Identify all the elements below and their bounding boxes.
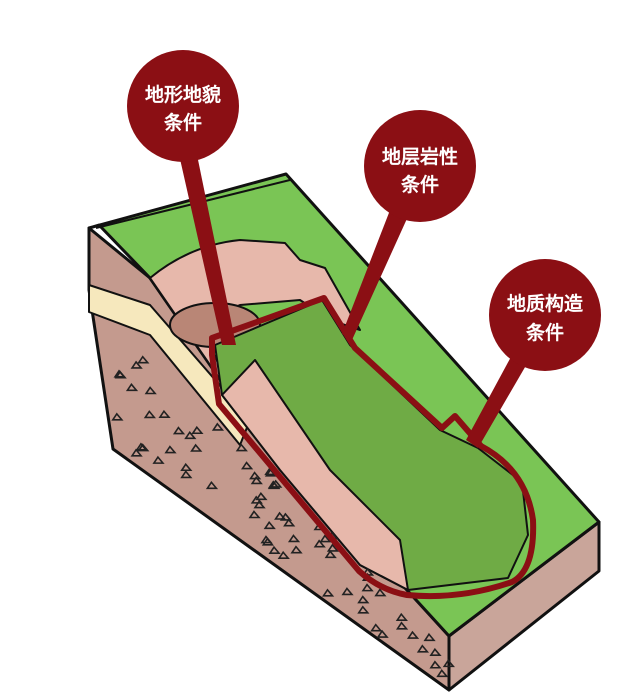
callout-1: 地形地貌 条件 xyxy=(127,50,239,345)
pebble xyxy=(322,588,335,597)
pebble xyxy=(283,518,296,527)
soil-pebbles xyxy=(111,355,455,678)
callout-pointer xyxy=(342,205,410,340)
pebble xyxy=(395,621,409,630)
pebble xyxy=(319,534,332,543)
pebble xyxy=(253,500,266,509)
callout-label-line1: 地质构造 xyxy=(507,292,584,315)
callout-2: 地层岩性 条件 xyxy=(342,110,476,340)
pebble xyxy=(125,382,139,392)
pebble xyxy=(442,659,455,668)
callout-pointer xyxy=(178,150,236,345)
terrain-block xyxy=(87,172,601,692)
callout-bubble xyxy=(127,50,239,162)
pebble xyxy=(277,550,290,560)
callout-label-line1: 地层岩性 xyxy=(382,145,458,168)
pebble xyxy=(249,471,262,480)
pebble xyxy=(416,644,430,653)
pebble xyxy=(235,443,248,452)
callout-label-line1: 地形地貌 xyxy=(145,83,221,106)
pebble xyxy=(130,360,143,369)
pebble xyxy=(263,520,276,530)
pebble xyxy=(130,448,143,457)
pebble xyxy=(190,443,203,452)
pebble xyxy=(158,409,171,419)
pebble xyxy=(361,583,374,592)
pebble xyxy=(260,535,273,544)
callout-bubble xyxy=(489,259,601,371)
pebble xyxy=(429,647,442,657)
pebble xyxy=(357,605,370,614)
pebble xyxy=(113,369,126,378)
pebble xyxy=(144,386,157,395)
pebble xyxy=(268,545,281,554)
pebble xyxy=(357,595,370,604)
pebble xyxy=(184,430,197,440)
pebble xyxy=(137,443,150,452)
pebble xyxy=(374,588,387,597)
pebble xyxy=(341,587,354,596)
pebble xyxy=(248,510,261,519)
callout-label-line2: 条件 xyxy=(401,173,439,196)
pebble xyxy=(255,491,268,501)
callout-3: 地质构造 条件 xyxy=(466,259,601,448)
pebble xyxy=(423,632,436,642)
callout-pointer xyxy=(466,355,528,448)
pebble xyxy=(406,630,420,639)
pebble xyxy=(274,511,287,520)
pebble xyxy=(180,470,193,479)
pebble xyxy=(287,534,301,543)
callout-label-line2: 条件 xyxy=(526,321,564,344)
pebble xyxy=(324,549,337,559)
pebble xyxy=(250,495,263,504)
pebble xyxy=(241,461,254,470)
pebble xyxy=(267,480,280,489)
pebble xyxy=(370,623,383,632)
callout-bubble xyxy=(364,110,476,222)
pebble xyxy=(137,355,150,364)
sand-layer xyxy=(88,284,251,446)
pebble xyxy=(205,480,219,490)
pebble xyxy=(111,412,124,421)
pebble xyxy=(376,629,389,638)
pebble xyxy=(250,476,263,485)
pebble xyxy=(180,462,193,472)
pebble xyxy=(429,660,442,669)
pebble xyxy=(164,445,177,454)
pebble xyxy=(135,442,148,451)
pebble xyxy=(143,410,156,419)
slide-outline xyxy=(209,295,537,600)
pebble xyxy=(313,539,326,548)
pebble xyxy=(436,669,449,678)
pebble xyxy=(152,455,165,464)
pebble xyxy=(211,422,225,431)
pebble xyxy=(395,612,408,621)
pebble xyxy=(290,545,303,554)
callout-label-line2: 条件 xyxy=(164,111,202,134)
pebble xyxy=(191,425,204,435)
pebble xyxy=(172,426,186,435)
pebble xyxy=(326,543,340,552)
